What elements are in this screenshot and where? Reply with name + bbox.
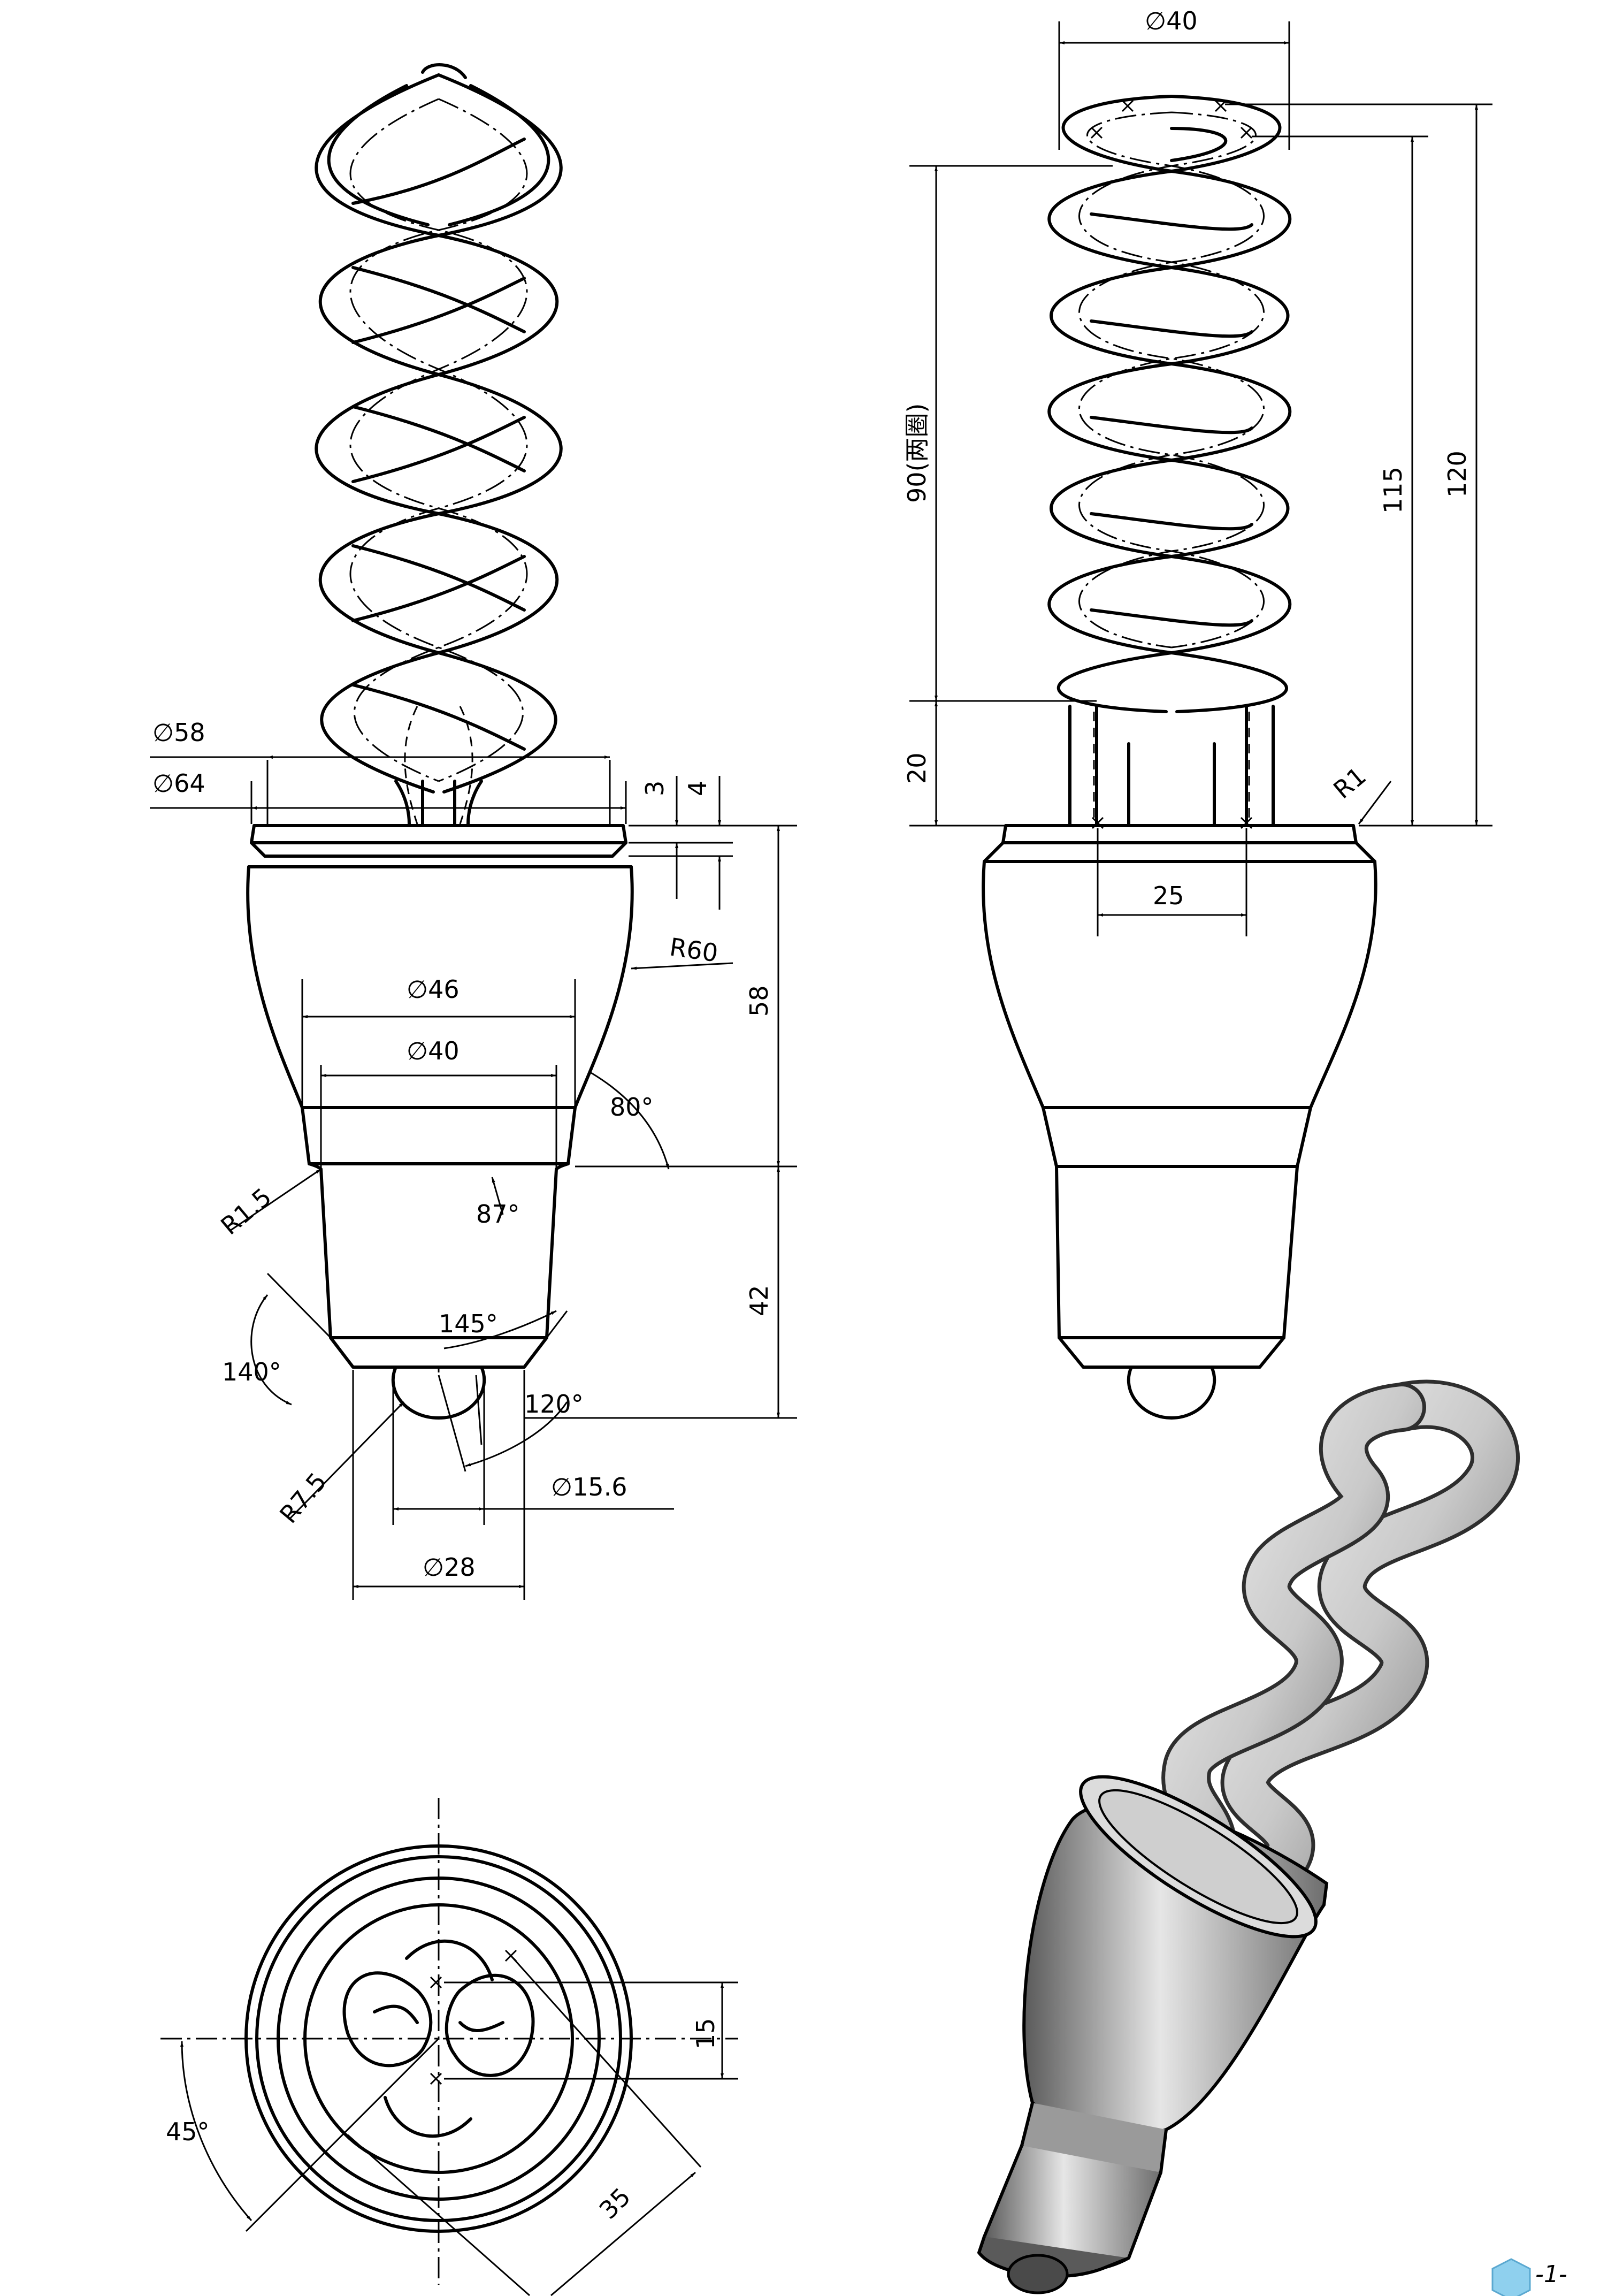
dim-side-90: 90(两圈) xyxy=(902,403,931,503)
dim-side-d40: ∅40 xyxy=(1145,6,1198,35)
dim-d156: ∅15.6 xyxy=(551,1473,627,1501)
dim-side-120: 120 xyxy=(1443,451,1472,498)
page-footer: -1- xyxy=(1491,2258,1567,2296)
dim-87deg: 87° xyxy=(476,1200,520,1229)
dim-side-20: 20 xyxy=(902,752,931,784)
side-view: ∅40 90(两圈) 115 120 20 R1 25 xyxy=(902,6,1492,1420)
dim-4: 4 xyxy=(683,781,712,796)
front-base xyxy=(246,824,634,1420)
side-spiral-tube xyxy=(1047,95,1292,829)
dim-d58: ∅58 xyxy=(152,718,205,747)
dim-145deg: 145° xyxy=(439,1309,498,1338)
dim-42: 42 xyxy=(745,1285,774,1316)
dim-r15: R1.5 xyxy=(215,1182,277,1240)
dim-120deg: 120° xyxy=(524,1390,584,1418)
dim-side-r1: R1 xyxy=(1328,761,1372,805)
bottom-cross-marks xyxy=(430,1949,517,2085)
dim-r60: R60 xyxy=(668,932,719,967)
dim-d46: ∅46 xyxy=(407,975,460,1004)
dim-58: 58 xyxy=(745,985,774,1017)
dim-side-25: 25 xyxy=(1153,881,1184,910)
front-view: ∅58 ∅64 3 4 R60 58 ∅46 ∅40 80° R1.5 87° … xyxy=(150,63,797,1600)
cube-logo-icon xyxy=(1491,2258,1531,2296)
dim-bottom-45deg: 45° xyxy=(166,2117,210,2146)
dim-side-115: 115 xyxy=(1379,467,1407,514)
dim-d64: ∅64 xyxy=(152,769,205,798)
front-dimensions xyxy=(150,756,797,1600)
side-dimensions xyxy=(909,21,1492,936)
page-number: -1- xyxy=(1535,2261,1567,2288)
dim-3: 3 xyxy=(640,781,669,796)
front-spiral-tube xyxy=(315,63,563,826)
bottom-view: 45° 15 35 xyxy=(160,1798,738,2296)
dim-140deg: 140° xyxy=(222,1357,281,1386)
lamp-3d-render xyxy=(977,1379,1520,2294)
side-base xyxy=(982,824,1377,1420)
dim-d28: ∅28 xyxy=(423,1553,476,1582)
dim-d40: ∅40 xyxy=(407,1036,460,1065)
dim-80deg: 80° xyxy=(610,1093,654,1122)
dim-bottom-35: 35 xyxy=(594,2182,637,2225)
side-cross-marks xyxy=(1090,100,1253,829)
dim-bottom-15: 15 xyxy=(691,2018,720,2049)
dim-r75: R7.5 xyxy=(274,1467,332,1529)
